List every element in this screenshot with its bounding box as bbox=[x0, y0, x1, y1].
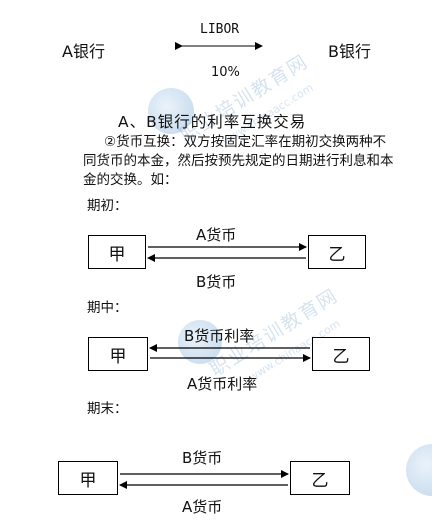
libor-label: LIBOR bbox=[200, 22, 240, 37]
flow-bottom-label: B货币 bbox=[196, 273, 237, 291]
section-title: A、B银行的利率互换交易 bbox=[118, 113, 307, 131]
party-b-box: 乙 bbox=[312, 337, 370, 371]
watermark-globe-icon bbox=[148, 88, 194, 134]
right-bank-label: B银行 bbox=[328, 42, 371, 61]
watermark-globe-icon bbox=[178, 320, 222, 364]
left-bank-label: A银行 bbox=[62, 42, 105, 61]
party-b-box: 乙 bbox=[290, 461, 350, 495]
phase-label: 期末： bbox=[87, 401, 128, 417]
party-a-box: 甲 bbox=[88, 235, 146, 269]
phase-label: 期中： bbox=[87, 300, 128, 316]
flow-top-label: B货币利率 bbox=[184, 327, 255, 345]
description-line-3: 金的交换。如： bbox=[83, 172, 178, 188]
party-b-box: 乙 bbox=[308, 235, 366, 269]
flow-top-label: B货币 bbox=[182, 449, 223, 467]
party-a-box: 甲 bbox=[58, 461, 118, 495]
party-a-box: 甲 bbox=[88, 337, 148, 371]
rate-label: 10% bbox=[211, 65, 240, 80]
flow-bottom-label: A货币 bbox=[182, 498, 223, 516]
description-line-2: 同货币的本金，然后按预先规定的日期进行利息和本 bbox=[83, 153, 394, 169]
phase-label: 期初： bbox=[87, 198, 128, 214]
flow-bottom-label: A货币利率 bbox=[187, 375, 258, 393]
description-line-1: ②货币互换：双方按固定汇率在期初交换两种不 bbox=[104, 134, 387, 150]
flow-top-label: A货币 bbox=[196, 226, 237, 244]
